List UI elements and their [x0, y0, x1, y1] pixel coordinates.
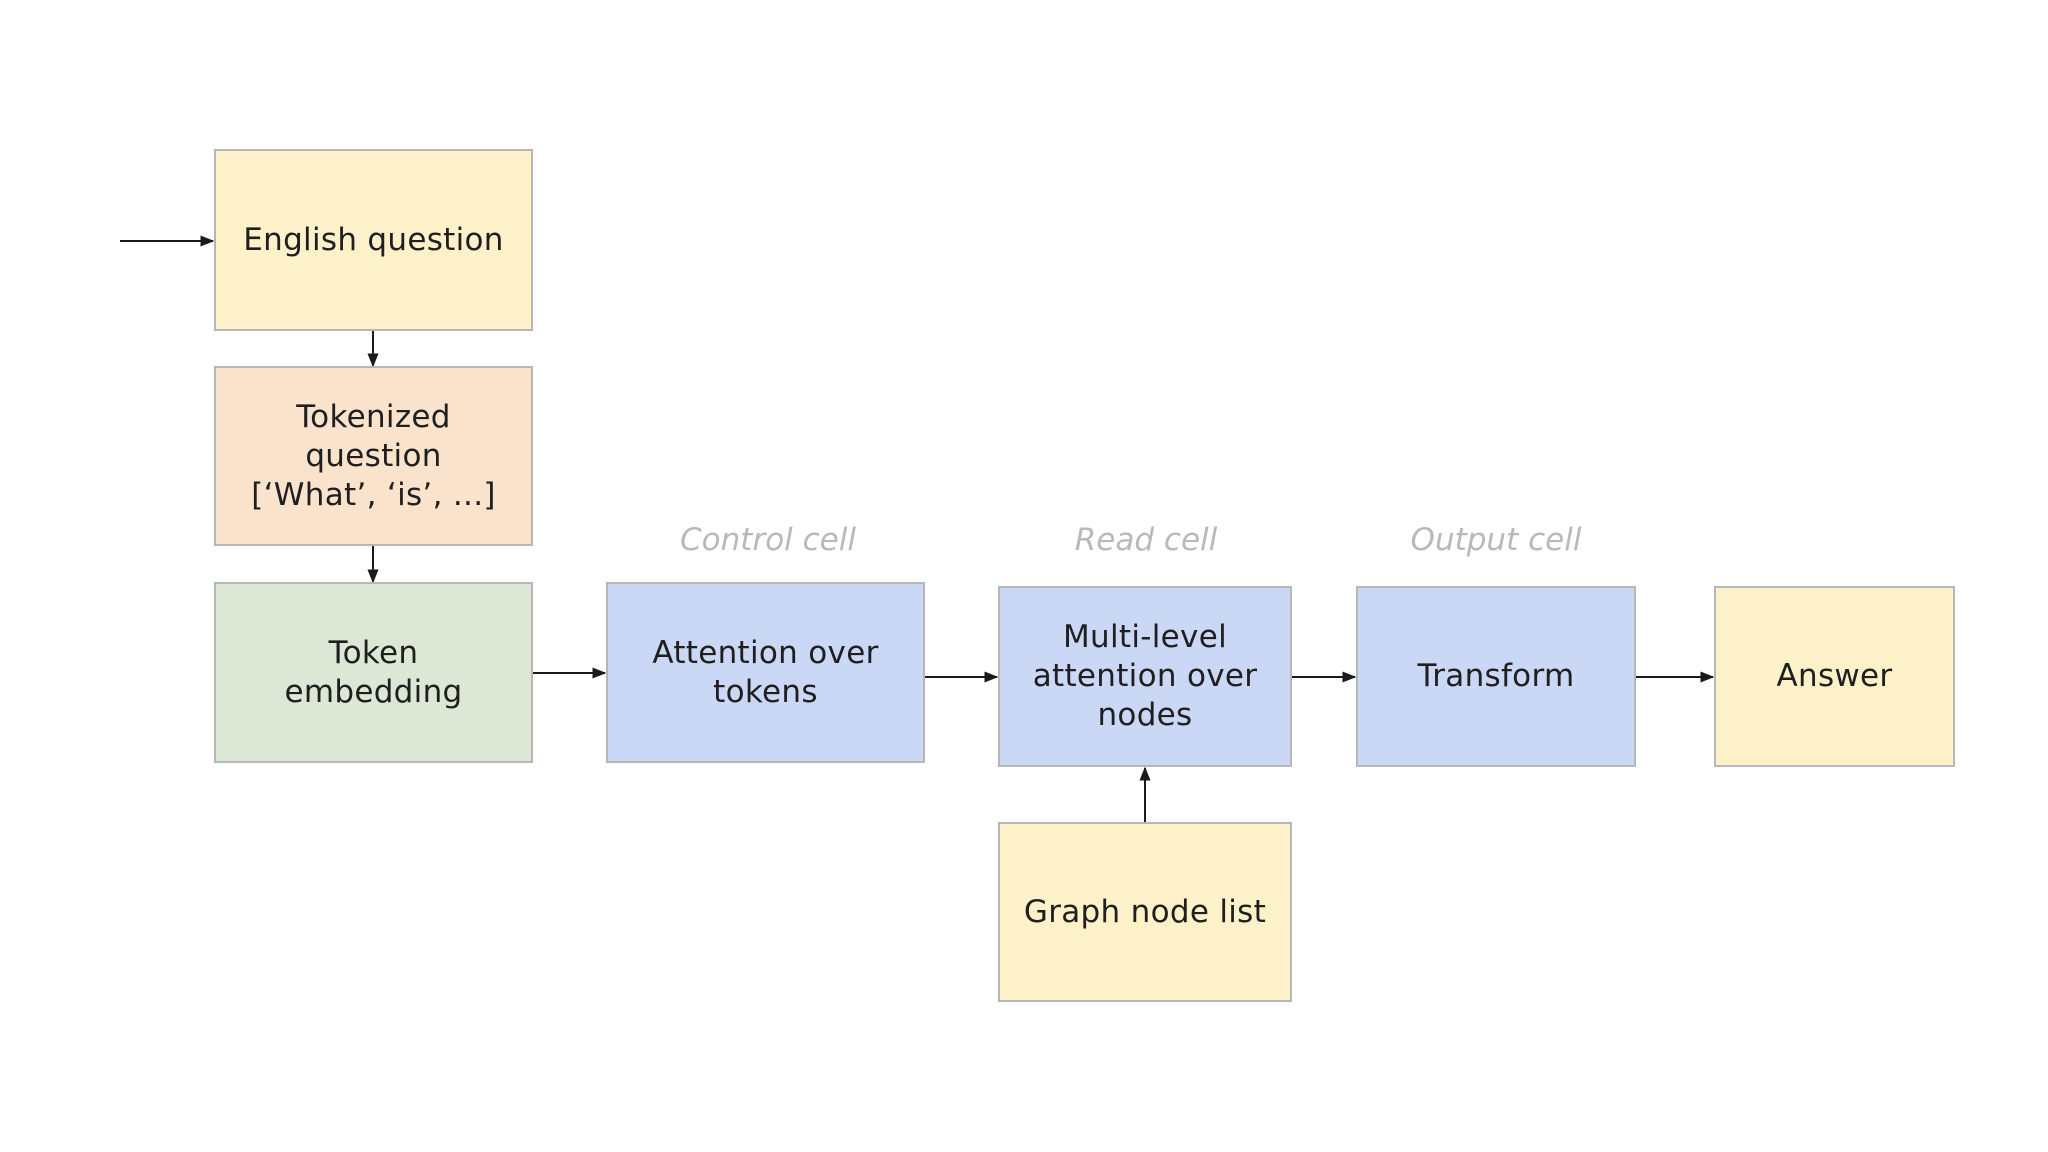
multi-level-attention-box: Multi-level attention over nodes [998, 586, 1292, 767]
multi-level-attention-label: Multi-level attention over nodes [1032, 619, 1258, 733]
tokenized-question-box: Tokenized question [‘What’, ‘is’, ...] [214, 366, 533, 546]
answer-label: Answer [1776, 658, 1893, 694]
answer-box: Answer [1714, 586, 1955, 767]
attention-over-tokens-label: Attention over tokens [652, 634, 879, 710]
token-embedding-label: Token embedding [284, 634, 463, 710]
attention-over-tokens-box: Attention over tokens [606, 582, 925, 763]
transform-label: Transform [1417, 658, 1575, 694]
tokenized-question-label: Tokenized question [‘What’, ‘is’, ...] [251, 398, 496, 513]
token-embedding-box: Token embedding [214, 582, 533, 763]
english-question-box: English question [214, 149, 533, 331]
control-cell-label: Control cell [680, 522, 856, 558]
read-cell-label: Read cell [1074, 522, 1218, 558]
graph-node-list-label: Graph node list [1023, 893, 1267, 930]
english-question-label: English question [243, 221, 504, 258]
output-cell-label: Output cell [1410, 522, 1582, 558]
transform-box: Transform [1356, 586, 1636, 767]
graph-node-list-box: Graph node list [998, 822, 1292, 1002]
